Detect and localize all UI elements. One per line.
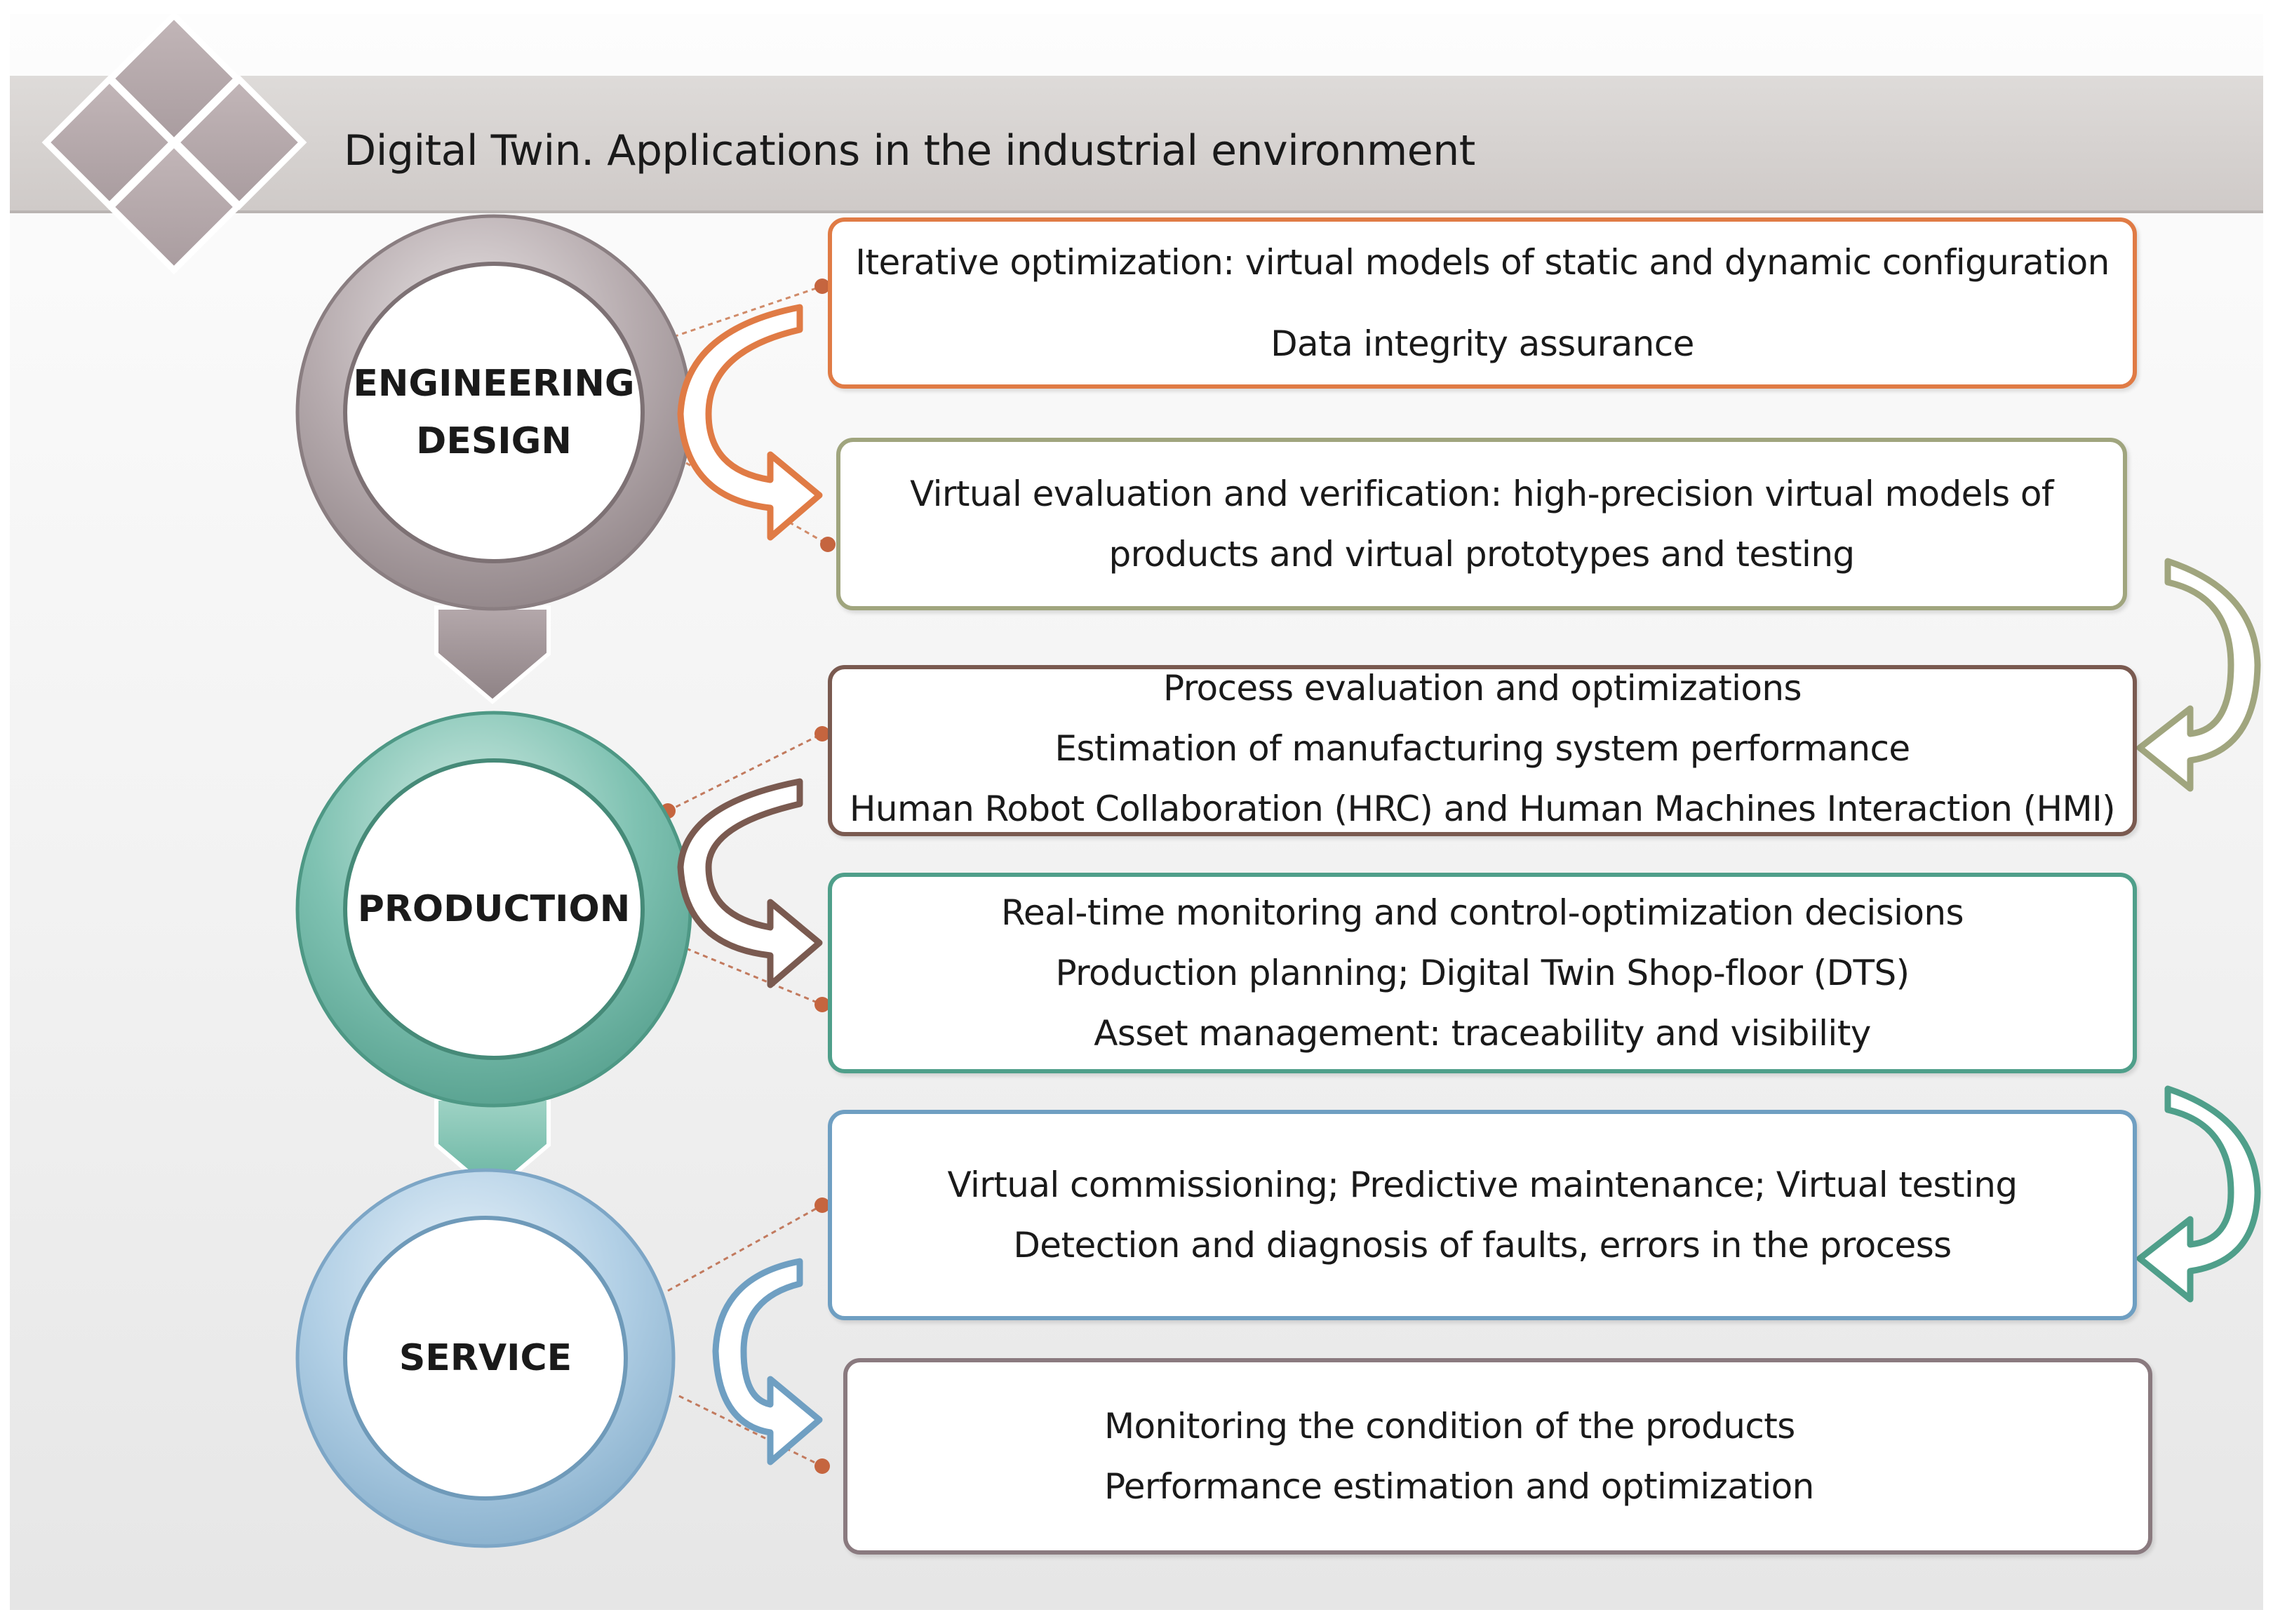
box-process-evaluation: Process evaluation and optimizations Est… (828, 665, 2137, 836)
connector-prod-bottom (685, 947, 823, 1006)
box-virtual-commissioning: Virtual commissioning; Predictive mainte… (828, 1110, 2137, 1320)
box-line: Estimation of manufacturing system perfo… (1054, 728, 1910, 769)
box-line: products and virtual prototypes and test… (1108, 534, 1855, 575)
box-line: Virtual evaluation and verification: hig… (910, 474, 2053, 514)
connector-dot (814, 726, 830, 741)
box-line: Monitoring the condition of the products (1104, 1406, 1795, 1447)
stage-label-line: DESIGN (416, 420, 572, 462)
stage-ring-service (295, 1168, 676, 1548)
curved-arrow-icon (2136, 1085, 2261, 1303)
connector-prod-top (667, 732, 823, 812)
stage-label-line: ENGINEERING (353, 363, 635, 405)
header-band (10, 76, 2263, 213)
chevron-down-icon (434, 605, 551, 704)
stage-label-service: SERVICE (338, 1329, 633, 1387)
box-line: Iterative optimization: virtual models o… (855, 242, 2110, 283)
connector-dot (820, 537, 836, 552)
connector-dot (814, 1458, 830, 1474)
stage-label-production: PRODUCTION (347, 880, 641, 938)
curved-arrow-icon (2136, 558, 2261, 792)
box-virtual-evaluation: Virtual evaluation and verification: hig… (836, 438, 2127, 610)
stage-ring-production (295, 711, 692, 1108)
connector-dot (814, 279, 830, 294)
box-line: Production planning; Digital Twin Shop-f… (1055, 953, 1910, 993)
connector-dot (814, 997, 830, 1012)
diamond-bottom (106, 139, 242, 275)
curved-arrow-icon (677, 304, 823, 541)
box-line: Asset management: traceability and visib… (1094, 1013, 1871, 1054)
box-monitoring-condition: Monitoring the condition of the products… (843, 1358, 2152, 1555)
connector-dot (814, 1197, 830, 1213)
stage-ring-engineering (295, 214, 692, 611)
page-title: Digital Twin. Applications in the indust… (344, 126, 1475, 175)
box-line: Performance estimation and optimization (1104, 1466, 1814, 1507)
box-line: Detection and diagnosis of faults, error… (1013, 1225, 1952, 1266)
box-line: Process evaluation and optimizations (1163, 668, 1802, 709)
connector-eng-top (673, 285, 823, 338)
box-line: Human Robot Collaboration (HRC) and Huma… (849, 788, 2116, 829)
connector-serv-top (667, 1204, 823, 1292)
curved-arrow-icon (677, 778, 823, 988)
stage-label-engineering-design: ENGINEERING DESIGN (347, 355, 641, 470)
box-line: Real-time monitoring and control-optimiz… (1001, 892, 1964, 933)
box-iterative-optimization: Iterative optimization: virtual models o… (828, 217, 2137, 389)
stage-label-line: PRODUCTION (357, 888, 631, 930)
box-real-time-monitoring: Real-time monitoring and control-optimiz… (828, 873, 2137, 1073)
stage-label-line: SERVICE (398, 1337, 572, 1379)
box-line: Virtual commissioning; Predictive mainte… (947, 1165, 2018, 1205)
box-line: Data integrity assurance (1270, 323, 1694, 364)
curved-arrow-icon (712, 1258, 823, 1465)
